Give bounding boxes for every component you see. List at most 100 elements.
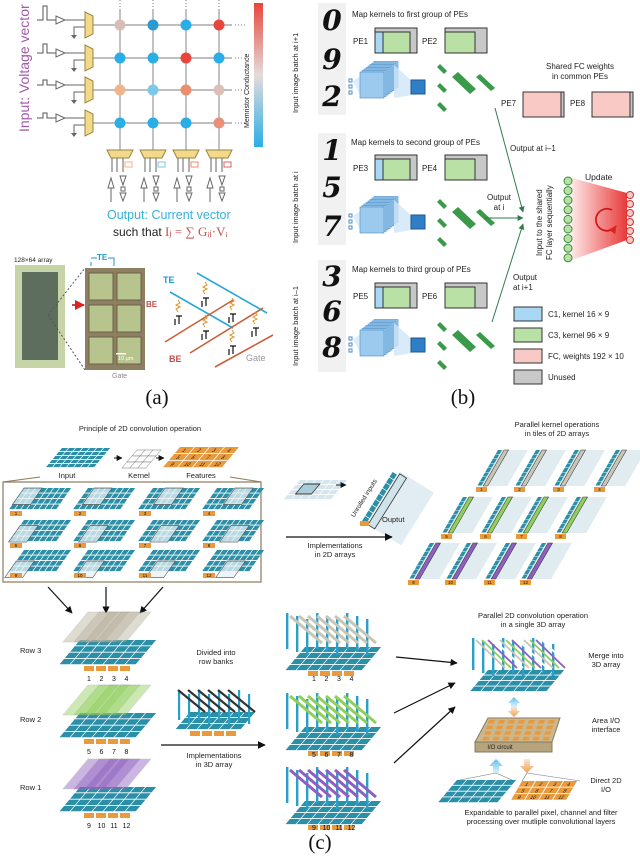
grid-cell bbox=[242, 531, 251, 536]
kernel-window-rect bbox=[148, 525, 180, 543]
feedback-element bbox=[190, 161, 199, 168]
caption-a: (a) bbox=[145, 385, 169, 409]
kernel-column bbox=[367, 473, 408, 530]
grid-cell bbox=[345, 813, 361, 819]
grid-cell bbox=[320, 490, 331, 495]
grid-cell bbox=[141, 713, 157, 719]
grid-cell bbox=[187, 525, 197, 531]
memristor-cell bbox=[180, 52, 192, 64]
row-output-tag bbox=[120, 739, 130, 744]
grid-cell bbox=[119, 640, 135, 646]
merged-kernel-bar bbox=[505, 639, 536, 669]
arrow-output-next bbox=[491, 223, 525, 323]
fc-input-neuron bbox=[563, 176, 573, 186]
feature-number: 9 bbox=[168, 463, 175, 468]
grid-cell bbox=[296, 819, 311, 825]
transistor-icon bbox=[174, 315, 182, 325]
grid-cell bbox=[43, 561, 52, 566]
tile-input-cell bbox=[493, 561, 500, 565]
feature-cell bbox=[198, 454, 219, 461]
tile-input-cell bbox=[515, 481, 522, 486]
io-pad bbox=[496, 725, 504, 730]
3d-output-number: 1 bbox=[312, 676, 316, 683]
grid-cell bbox=[361, 653, 377, 659]
grid-cell bbox=[351, 745, 366, 751]
amplifier-icon bbox=[152, 175, 160, 187]
grid-cell bbox=[462, 780, 477, 785]
tile-input-cell bbox=[409, 574, 416, 579]
legend-label-c3: C3, kernel 96 × 9 bbox=[548, 331, 610, 340]
grid-cell bbox=[125, 719, 140, 725]
grid-cell bbox=[80, 493, 90, 499]
conv-layer-bar bbox=[476, 332, 495, 349]
kernel-overlay-square bbox=[84, 684, 141, 716]
tile-input-cell bbox=[526, 565, 534, 570]
amplifier-icon bbox=[55, 48, 67, 58]
grid-cell bbox=[49, 531, 58, 536]
3d-kernel-bar bbox=[343, 768, 377, 799]
input-pixel bbox=[348, 90, 353, 95]
grid-cell bbox=[350, 653, 366, 659]
grid-cell bbox=[96, 550, 106, 555]
pe-label: PE4 bbox=[422, 164, 438, 173]
grid-cell bbox=[361, 807, 377, 813]
kernel-tile bbox=[477, 449, 528, 487]
grid-cell bbox=[213, 520, 223, 525]
tile-input-cell bbox=[412, 570, 419, 574]
amplifier-icon bbox=[119, 192, 127, 203]
tile-input-cell bbox=[427, 543, 434, 547]
tile-input-cell bbox=[485, 574, 492, 579]
grid-cell bbox=[175, 493, 185, 499]
grid-cell bbox=[226, 504, 235, 510]
unrolled-input-cell bbox=[365, 510, 373, 519]
grid-cell bbox=[97, 787, 113, 793]
grid-cell bbox=[320, 480, 332, 485]
pillar bbox=[238, 690, 241, 720]
micrograph-cell bbox=[88, 336, 114, 365]
grid-cell bbox=[84, 452, 93, 456]
3d-kernel-bar bbox=[298, 768, 332, 799]
kernel-overlay bbox=[95, 758, 152, 790]
3d-kernel-bar bbox=[334, 614, 368, 645]
io-pad bbox=[484, 731, 492, 735]
grid-cell bbox=[484, 670, 499, 675]
3d-output-tag bbox=[320, 751, 330, 756]
3d-array-base-grid bbox=[285, 801, 382, 825]
tile-output-tag bbox=[555, 534, 566, 539]
row-output-number: 6 bbox=[100, 749, 104, 756]
grid-cell bbox=[238, 536, 247, 542]
grid-cell bbox=[115, 536, 124, 542]
grid-cell bbox=[296, 480, 308, 485]
pe-label: PE5 bbox=[353, 292, 369, 301]
grid-cell bbox=[138, 566, 147, 572]
grid-cell bbox=[130, 652, 146, 659]
feature-tag bbox=[10, 543, 22, 548]
tile-input-cell bbox=[608, 459, 615, 463]
row-output-number: 11 bbox=[110, 823, 117, 830]
feature-cell bbox=[539, 794, 556, 800]
row-output-number: 1 bbox=[87, 676, 91, 683]
grid-cell bbox=[219, 724, 235, 730]
grid-cell bbox=[114, 719, 129, 725]
feature-tag-number: 1 bbox=[15, 511, 18, 516]
unused-region bbox=[560, 91, 565, 118]
connector-line bbox=[229, 476, 262, 483]
tile-output-tag bbox=[514, 487, 525, 492]
fc-input-neuron bbox=[563, 195, 573, 205]
row-output-number: 5 bbox=[87, 749, 91, 756]
grid-cell bbox=[214, 566, 223, 572]
3d-kernel-bar bbox=[298, 614, 332, 645]
grid-cell bbox=[34, 555, 44, 561]
grid-cell bbox=[33, 536, 42, 542]
grid-cell bbox=[73, 504, 82, 510]
pillar bbox=[542, 641, 545, 673]
pooling-bar bbox=[437, 360, 447, 370]
memristor-cell bbox=[114, 84, 126, 96]
grid-cell bbox=[75, 787, 91, 793]
conv-layer-bar bbox=[452, 330, 476, 352]
tile-output-number: 1 bbox=[480, 487, 483, 492]
digit: 2 bbox=[322, 80, 342, 113]
grid-cell bbox=[317, 733, 333, 739]
pe-c3-region bbox=[444, 286, 476, 309]
grid-cell bbox=[142, 531, 151, 536]
